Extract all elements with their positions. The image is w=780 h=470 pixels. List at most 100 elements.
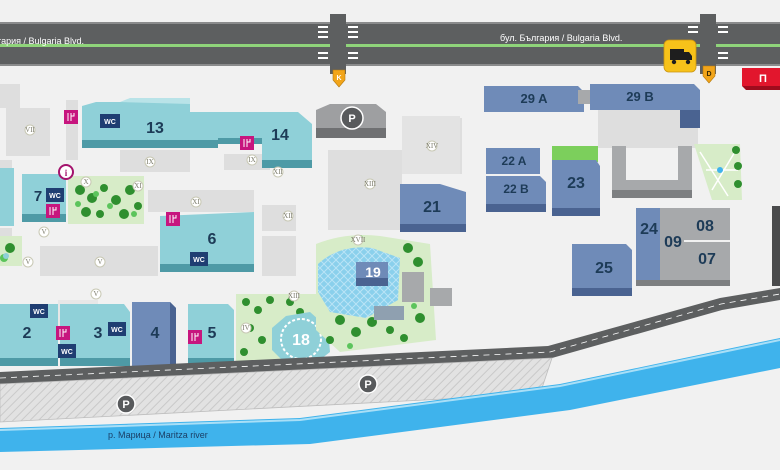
svg-text:WC: WC [33,309,45,316]
svg-text:WC: WC [111,327,123,334]
svg-text:XII: XII [273,168,283,176]
path-marker: VII [24,124,36,136]
connector-29 [578,90,590,104]
gate-k-marker[interactable]: K [332,69,346,88]
building-21[interactable]: 21 [400,184,466,232]
road-label-left: гария / Bulgaria Blvd. [0,36,84,46]
info-icon[interactable]: i [58,164,74,180]
building-22b[interactable]: 22 B [486,176,546,212]
building-3[interactable]: 3 [60,304,130,366]
building-23[interactable]: 23 [552,160,600,216]
small-block-b [430,288,452,306]
svg-text:WC: WC [193,257,205,264]
building-18[interactable]: 18 [272,312,330,366]
building-18-label: 18 [292,332,310,349]
restaurant-icon [46,204,60,218]
building-25[interactable]: 25 [572,244,632,296]
building-24-label: 24 [640,221,658,238]
building-29b[interactable]: 29 B [590,84,700,128]
path-marker: V [38,226,50,238]
park-left [68,176,144,224]
park-right [694,144,742,200]
right-edge-building [772,206,780,286]
building-22a[interactable]: 22 A [486,148,540,174]
restaurant-icon [240,136,254,150]
restaurant-icon [56,326,70,340]
wc-icon: WC [100,114,120,128]
building-2[interactable]: 2 [0,304,58,366]
path-marker: XII [272,166,284,178]
path-marker: XIV [426,140,438,152]
svg-text:WC: WC [49,193,61,200]
building-19-label: 19 [365,264,381,280]
building-13-label: 13 [146,120,164,137]
gate-d-marker[interactable]: D [702,65,716,84]
building-24[interactable]: 24 [636,208,662,282]
parking-riverside-2[interactable]: P [358,374,378,394]
svg-text:IX: IX [248,156,255,164]
maritza-river: р. Марица / Maritza river [0,338,780,452]
wc-icon: WC [58,344,76,358]
building-07-label: 07 [698,251,716,268]
svg-text:VII: VII [25,126,35,134]
svg-text:XI: XI [192,198,200,206]
building-13[interactable]: 13 [82,98,218,148]
parking-top[interactable]: P [316,104,386,138]
block-shade [636,280,730,286]
parking-riverside-1[interactable]: P [116,394,136,414]
building-2-label: 2 [23,325,32,342]
building-29a[interactable]: 29 A [484,86,584,112]
wc-icon: WC [190,252,208,266]
svg-text:XII: XII [283,212,293,220]
gate-d-label: D [706,71,711,78]
building-23-label: 23 [567,175,585,192]
building-19[interactable]: 19 [356,262,388,286]
path-marker: V [90,288,102,300]
building-7-label: 7 [34,188,42,205]
path-marker: IV [240,322,252,334]
park-far-left [0,236,22,266]
svg-text:IX: IX [146,158,153,166]
u-building [612,146,692,198]
building-08[interactable]: 08 [684,208,730,240]
building-6[interactable]: 6 [160,212,254,272]
path-marker: XI [190,196,202,208]
svg-text:IV: IV [242,324,249,332]
building-09[interactable]: 09 [660,208,684,284]
path-marker: V [22,256,34,268]
path-marker: V [94,256,106,268]
path-marker: IX [144,156,156,168]
building-left-edge [0,168,14,226]
corridor-13-14 [218,112,262,138]
path-marker: XI [132,180,144,192]
building-14-label: 14 [271,127,289,144]
svg-text:WC: WC [104,119,116,126]
red-sign-label: П [759,73,767,85]
building-08-label: 08 [696,218,714,235]
restaurant-icon [166,212,180,226]
svg-text:i: i [65,168,68,178]
building-3-label: 3 [94,325,103,342]
svg-text:XIV: XIV [426,142,438,150]
building-4-label: 4 [151,325,160,342]
building-4[interactable]: 4 [132,302,176,366]
building-07[interactable]: 07 [684,242,730,284]
wc-icon: WC [108,322,126,336]
svg-text:V: V [41,228,46,236]
small-block-a [402,272,424,302]
restaurant-icon [188,330,202,344]
path-marker: IX [246,154,258,166]
wc-icon: WC [46,188,64,202]
svg-text:V: V [93,290,98,298]
building-25-label: 25 [595,260,613,277]
green-patch-23 [552,146,598,162]
building-14[interactable]: 14 [262,112,312,168]
building-09-label: 09 [664,234,682,251]
small-block-c [374,306,404,320]
building-6-label: 6 [208,231,217,248]
svg-text:XVII: XVII [351,236,366,244]
delivery-truck-icon [663,39,697,73]
path-marker: X [80,176,92,188]
svg-text:V: V [97,258,102,266]
